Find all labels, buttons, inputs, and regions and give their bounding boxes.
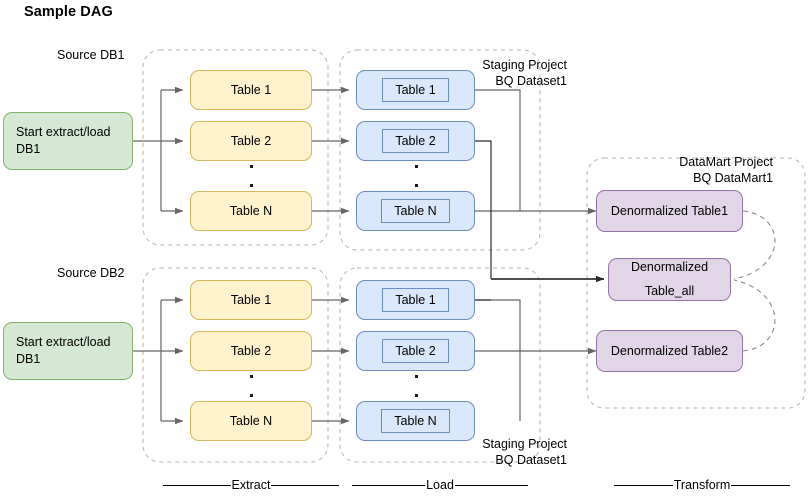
load-db2-table-n-label: Table N: [381, 408, 450, 434]
load-db1-table-1[interactable]: Table 1: [356, 70, 475, 110]
extract-db2-table-n[interactable]: Table N: [190, 401, 312, 441]
extract-db1-table-1-label: Table 1: [230, 82, 272, 97]
extract-db2-table-1-label: Table 1: [230, 292, 272, 307]
load-db2-table-2[interactable]: Table 2: [356, 331, 475, 371]
page-title: Sample DAG: [24, 4, 113, 20]
extract-db1-table-2-label: Table 2: [230, 133, 272, 148]
denormalized-table-all-label-line2: Table_all: [644, 284, 695, 298]
denormalized-table-all-node[interactable]: Denormalized Table_all: [608, 258, 731, 301]
start-extract-load-db2-node[interactable]: Start extract/load DB1: [3, 322, 133, 380]
start-extract-load-db1-label: Start extract/load DB1: [16, 125, 111, 156]
phase-extract-rule-right: [271, 484, 339, 486]
label-source-db1: Source DB1: [57, 48, 125, 62]
extract-db1-ellipsis: [249, 165, 253, 187]
load-db2-table-2-label: Table 2: [382, 338, 449, 364]
extract-db2-table-n-label: Table N: [229, 413, 273, 428]
phase-load-rule-left: [352, 484, 426, 486]
start-extract-load-db1-node[interactable]: Start extract/load DB1: [3, 112, 133, 170]
load-db2-table-1[interactable]: Table 1: [356, 280, 475, 320]
phase-transform-rule-left: [614, 484, 673, 486]
extract-db2-ellipsis: [249, 375, 253, 397]
denormalized-table1-label: Denormalized Table1: [610, 203, 729, 218]
load-db2-ellipsis: [414, 375, 418, 397]
phase-extract: Extract: [163, 478, 339, 492]
denormalized-table2-label: Denormalized Table2: [610, 343, 729, 358]
extract-db2-table-2-label: Table 2: [230, 343, 272, 358]
label-source-db2: Source DB2: [57, 266, 125, 280]
load-db1-table-n[interactable]: Table N: [356, 191, 475, 231]
edges-denorm-to-tableall: [733, 210, 776, 352]
extract-db1-table-n[interactable]: Table N: [190, 191, 312, 231]
edges-load-db1-to-denorm1: [475, 89, 597, 215]
load-db2-table-1-label: Table 1: [382, 287, 449, 313]
edges-extract-to-load-db2: [312, 296, 350, 425]
label-staging-top: Staging Project BQ Dataset1: [482, 58, 567, 88]
phase-extract-rule-left: [163, 484, 231, 486]
phase-load-rule-right: [454, 484, 528, 486]
load-db1-table-1-label: Table 1: [382, 77, 449, 103]
edges-extract-to-load-db1: [312, 86, 350, 215]
load-db1-ellipsis: [414, 165, 418, 187]
edges-extract-db1: [133, 86, 184, 215]
denormalized-table-all-label-line1: Denormalized: [630, 260, 709, 275]
phase-transform-rule-right: [731, 484, 790, 486]
start-extract-load-db2-label: Start extract/load DB1: [16, 335, 111, 366]
extract-db1-table-n-label: Table N: [229, 203, 273, 218]
edges-load-db1-t2-to-tableall: [475, 140, 492, 279]
phase-load-label: Load: [426, 478, 454, 492]
phase-extract-label: Extract: [231, 478, 271, 492]
load-db2-table-n[interactable]: Table N: [356, 401, 475, 441]
load-db1-table-2[interactable]: Table 2: [356, 121, 475, 161]
phase-load: Load: [352, 478, 528, 492]
extract-db2-table-2[interactable]: Table 2: [190, 331, 312, 371]
denormalized-table2-node[interactable]: Denormalized Table2: [596, 330, 743, 372]
phase-transform-label: Transform: [673, 478, 731, 492]
load-db1-table-n-label: Table N: [381, 198, 450, 224]
edges-load-db2-to-denorm2: [475, 299, 597, 421]
label-datamart: DataMart Project BQ DataMart1: [679, 155, 773, 185]
extract-db2-table-1[interactable]: Table 1: [190, 280, 312, 320]
edges-extract-db2: [133, 296, 184, 425]
extract-db1-table-1[interactable]: Table 1: [190, 70, 312, 110]
phase-transform: Transform: [614, 478, 790, 492]
extract-db1-table-2[interactable]: Table 2: [190, 121, 312, 161]
label-staging-bottom: Staging Project BQ Dataset1: [482, 437, 567, 467]
denormalized-table1-node[interactable]: Denormalized Table1: [596, 190, 743, 232]
load-db1-table-2-label: Table 2: [382, 128, 449, 154]
